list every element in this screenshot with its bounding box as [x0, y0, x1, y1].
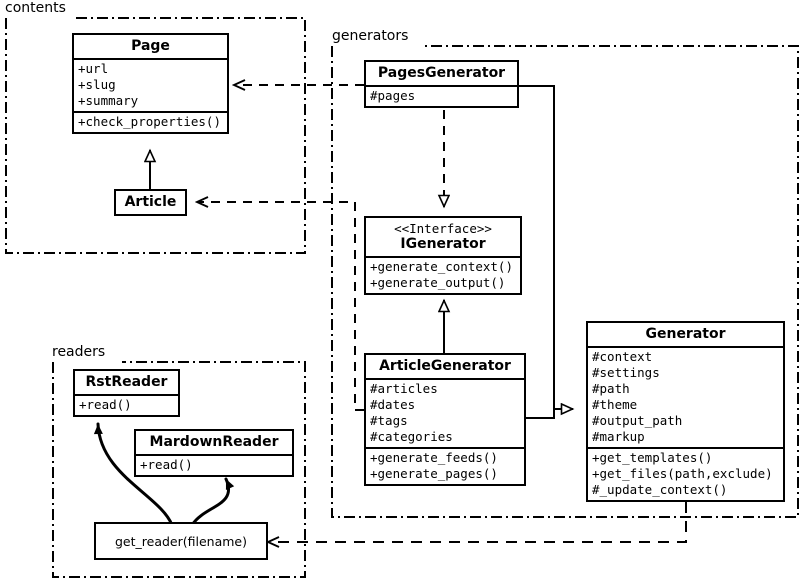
class-operations-igenerator: +generate_context() +generate_output()	[366, 256, 520, 293]
operation-generate-feeds: +generate_feeds()	[370, 450, 498, 465]
class-name-mardown-reader: MardownReader	[149, 434, 279, 450]
operation-generate-context: +generate_context()	[370, 259, 513, 274]
attribute-url: +url	[78, 61, 109, 76]
class-box-pages-generator[interactable]: PagesGenerator #pages	[364, 60, 519, 108]
class-attributes-article-generator: #articles #dates #tags #categories	[366, 378, 524, 447]
class-name-generator: Generator	[645, 326, 726, 342]
package-label-readers: readers	[51, 344, 108, 360]
class-name-article: Article	[124, 194, 177, 210]
class-attributes-pages-generator: #pages	[366, 85, 517, 106]
operation-read-markdown: +read()	[140, 457, 193, 472]
connector-generator-to-get-reader	[268, 502, 687, 542]
class-name-page: Page	[131, 38, 170, 54]
connector-articlegenerator-to-article	[197, 202, 364, 411]
operation-update-context: #_update_context()	[592, 482, 728, 497]
class-operations-rst-reader: +read()	[75, 394, 178, 415]
function-box-get-reader[interactable]: get_reader(filename)	[94, 522, 268, 560]
connector-articlegenerator-to-generator	[526, 409, 555, 419]
class-attributes-generator: #context #settings #path #theme #output_…	[588, 346, 783, 447]
operation-generate-output: +generate_output()	[370, 275, 506, 290]
class-box-article[interactable]: Article	[114, 189, 187, 216]
class-box-article-generator[interactable]: ArticleGenerator #articles #dates #tags …	[364, 353, 526, 486]
operation-get-templates: +get_templates()	[592, 450, 713, 465]
attribute-articles: #articles	[370, 381, 438, 396]
attribute-tags: #tags	[370, 413, 408, 428]
class-name-rst-reader: RstReader	[85, 374, 168, 390]
attribute-summary: +summary	[78, 93, 139, 108]
class-name-pages-generator: PagesGenerator	[377, 65, 506, 81]
connector-pagesgenerator-to-generator	[519, 85, 573, 409]
attribute-output-path: #output_path	[592, 413, 683, 428]
attribute-theme: #theme	[592, 397, 638, 412]
attribute-settings: #settings	[592, 365, 660, 380]
attribute-markup: #markup	[592, 429, 645, 444]
class-operations-page: +check_properties()	[74, 111, 227, 132]
class-operations-mardown-reader: +read()	[136, 454, 292, 475]
class-name-article-generator: ArticleGenerator	[379, 358, 511, 374]
class-name-igenerator: IGenerator	[400, 236, 486, 252]
attribute-slug: +slug	[78, 77, 116, 92]
function-label-get-reader: get_reader(filename)	[115, 533, 247, 549]
class-stereotype-igenerator: <<Interface>>	[394, 221, 492, 236]
class-attributes-page: +url +slug +summary	[74, 58, 227, 111]
attribute-categories: #categories	[370, 429, 453, 444]
attribute-dates: #dates	[370, 397, 416, 412]
class-box-page[interactable]: Page +url +slug +summary +check_properti…	[72, 33, 229, 134]
operation-check-properties: +check_properties()	[78, 114, 221, 129]
package-label-contents: contents	[4, 0, 68, 16]
class-box-igenerator[interactable]: <<Interface>> IGenerator +generate_conte…	[364, 216, 522, 295]
attribute-context: #context	[592, 349, 653, 364]
package-label-generators: generators	[331, 28, 411, 44]
connector-get-reader-to-mardownreader	[190, 477, 235, 527]
operation-get-files: +get_files(path,exclude)	[592, 466, 773, 481]
class-box-mardown-reader[interactable]: MardownReader +read()	[134, 429, 294, 477]
class-box-rst-reader[interactable]: RstReader +read()	[73, 369, 180, 417]
attribute-pages: #pages	[370, 88, 416, 103]
class-box-generator[interactable]: Generator #context #settings #path #them…	[586, 321, 785, 502]
class-operations-generator: +get_templates() +get_files(path,exclude…	[588, 447, 783, 500]
attribute-path: #path	[592, 381, 630, 396]
operation-generate-pages: +generate_pages()	[370, 466, 498, 481]
operation-read-rst: +read()	[79, 397, 132, 412]
class-operations-article-generator: +generate_feeds() +generate_pages()	[366, 447, 524, 484]
